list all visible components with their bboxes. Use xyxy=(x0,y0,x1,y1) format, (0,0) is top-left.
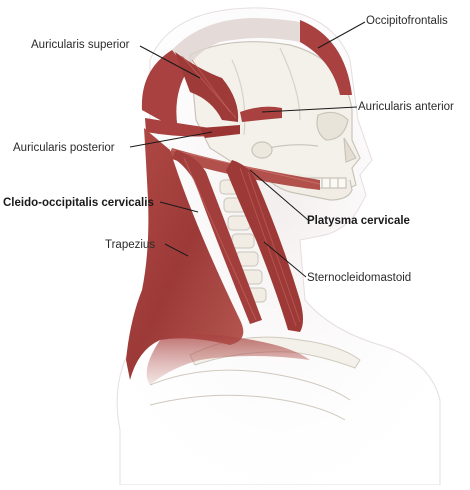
label-auricularis-anterior: Auricularis anterior xyxy=(358,101,454,113)
label-occipitofrontalis: Occipitofrontalis xyxy=(366,15,448,27)
muscle-auricularis-anterior xyxy=(240,106,282,122)
muscle-sternocleidomastoid xyxy=(226,160,303,332)
label-platysma-cervicale: Platysma cervicale xyxy=(307,215,410,227)
leader-auricularis-anterior xyxy=(261,106,358,113)
leader-platysma-cervicale xyxy=(249,169,309,221)
label-auricularis-posterior: Auricularis posterior xyxy=(13,142,115,154)
leader-trapezius xyxy=(164,243,189,257)
label-cleido-occipitalis-cervicalis: Cleido-occipitalis cervicalis xyxy=(3,197,154,209)
muscle-auricularis-posterior xyxy=(145,118,240,138)
label-auricularis-superior: Auricularis superior xyxy=(31,39,130,51)
leader-occipitofrontalis xyxy=(317,21,366,49)
leader-auricularis-superior xyxy=(139,45,201,79)
leader-cleido-occipitalis xyxy=(159,201,199,213)
leader-auricularis-posterior xyxy=(129,131,213,148)
label-sternocleidomastoid: Sternocleidomastoid xyxy=(307,272,412,284)
leader-lines xyxy=(129,21,366,278)
muscle-occipitofrontalis xyxy=(141,18,352,130)
muscle-cleido-occipitalis-cervicalis xyxy=(172,150,262,324)
muscle-auricularis-superior xyxy=(175,52,239,122)
label-trapezius: Trapezius xyxy=(105,239,156,251)
leader-sternocleidomastoid xyxy=(263,241,307,278)
